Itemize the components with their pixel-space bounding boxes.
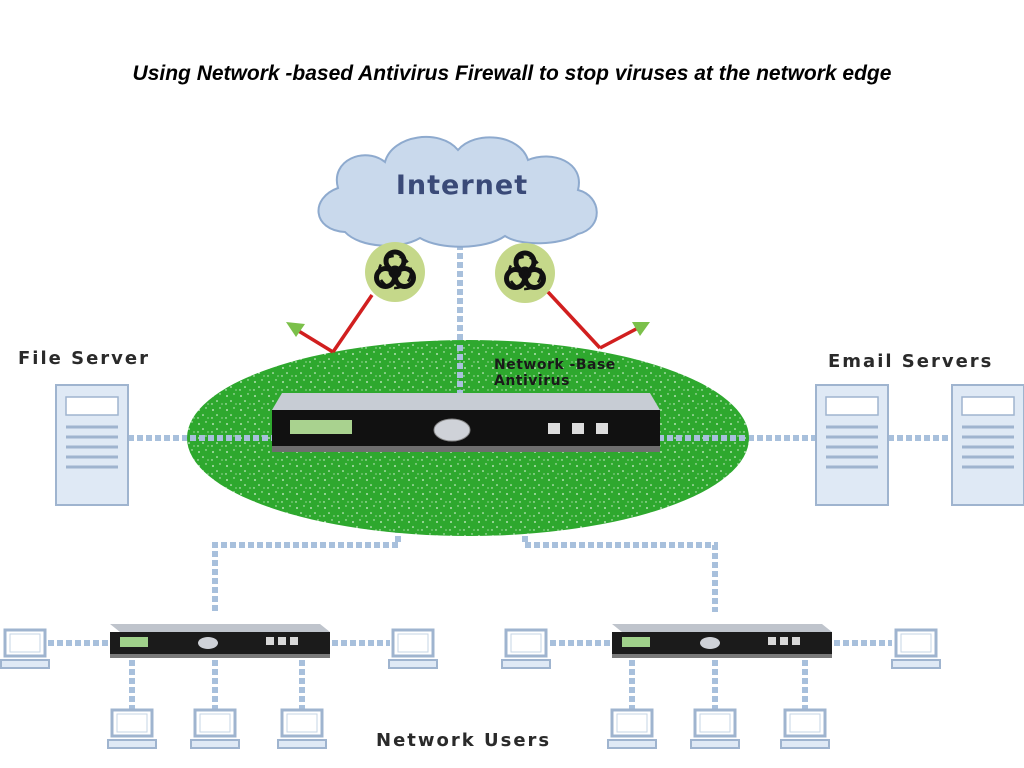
workstation-icon [106,708,158,750]
biohazard-icon [365,242,425,302]
file-server-label: File Server [18,348,150,369]
email-servers-label: Email Servers [828,351,994,372]
biohazard-icon [495,243,555,303]
threat-arrow-right [546,290,650,350]
workstation-icon [689,708,741,750]
workstation-icon [276,708,328,750]
firewall-appliance-icon [272,393,660,452]
workstation-icon [0,628,51,670]
workstation-icon [189,708,241,750]
page-title: Using Network -based Antivirus Firewall … [132,62,892,85]
server-icon [54,383,130,507]
threat-arrow-left [286,294,374,354]
firewall-appliance-icon [612,624,832,658]
right-branch-link [525,542,718,612]
workstation-icon [890,628,942,670]
firewall-appliance-icon [110,624,330,658]
workstation-icon [779,708,831,750]
server-icon [814,383,890,507]
firewall-label: Network -Base Antivirus [494,357,616,389]
server-icon [950,383,1024,507]
workstation-icon [500,628,552,670]
workstation-icon [606,708,658,750]
cloud-icon [317,136,598,248]
network-users-label: Network Users [376,730,552,751]
internet-label: Internet [395,170,529,201]
workstation-icon [387,628,439,670]
left-branch-link [212,542,398,612]
